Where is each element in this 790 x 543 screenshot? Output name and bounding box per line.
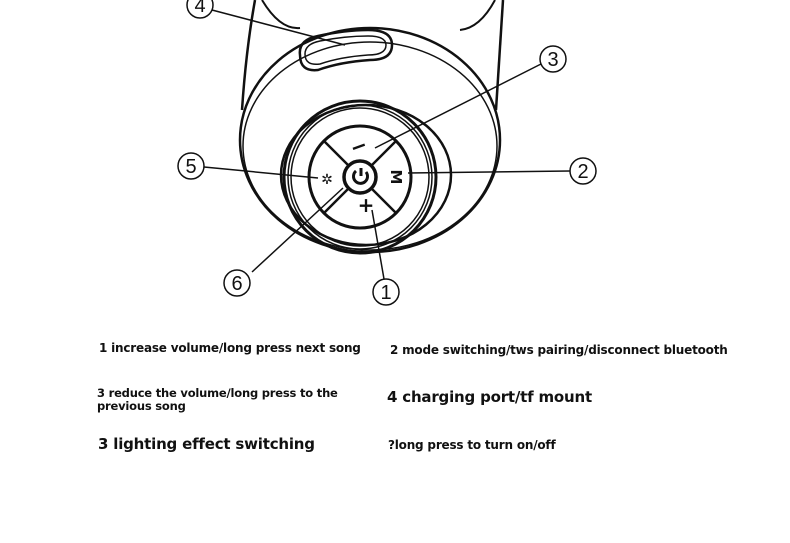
charging-port (298, 28, 394, 72)
power-button (342, 159, 378, 195)
callout-5: 5 (185, 156, 196, 178)
callout-1: 1 (380, 282, 391, 304)
speaker-diagram: − + M ✲ 4 3 2 5 6 1 (177, 0, 597, 306)
description-item-6: ?long press to turn on/off (388, 438, 556, 452)
callout-2: 2 (577, 161, 588, 183)
button-panel-outer (282, 99, 438, 255)
description-item-3a: 3 reduce the volume/long press to the pr… (97, 386, 338, 413)
minus-glyph: − (347, 132, 371, 160)
callout-6: 6 (231, 273, 242, 295)
callout-4: 4 (194, 0, 205, 17)
speaker-body-right (494, 0, 505, 111)
speaker-top-rim (261, 0, 496, 31)
light-glyph: ✲ (321, 172, 333, 188)
description-item-3b: 3 lighting effect switching (98, 435, 315, 453)
power-icon (352, 169, 369, 185)
description-item-2: 2 mode switching/tws pairing/disconnect … (390, 343, 728, 357)
mode-glyph: M (387, 170, 405, 185)
description-item-1: 1 increase volume/long press next song (99, 341, 361, 355)
callout-3: 3 (547, 49, 558, 71)
description-item-4: 4 charging port/tf mount (387, 388, 592, 406)
speaker-body-left (240, 0, 257, 111)
plus-glyph: + (358, 193, 375, 217)
